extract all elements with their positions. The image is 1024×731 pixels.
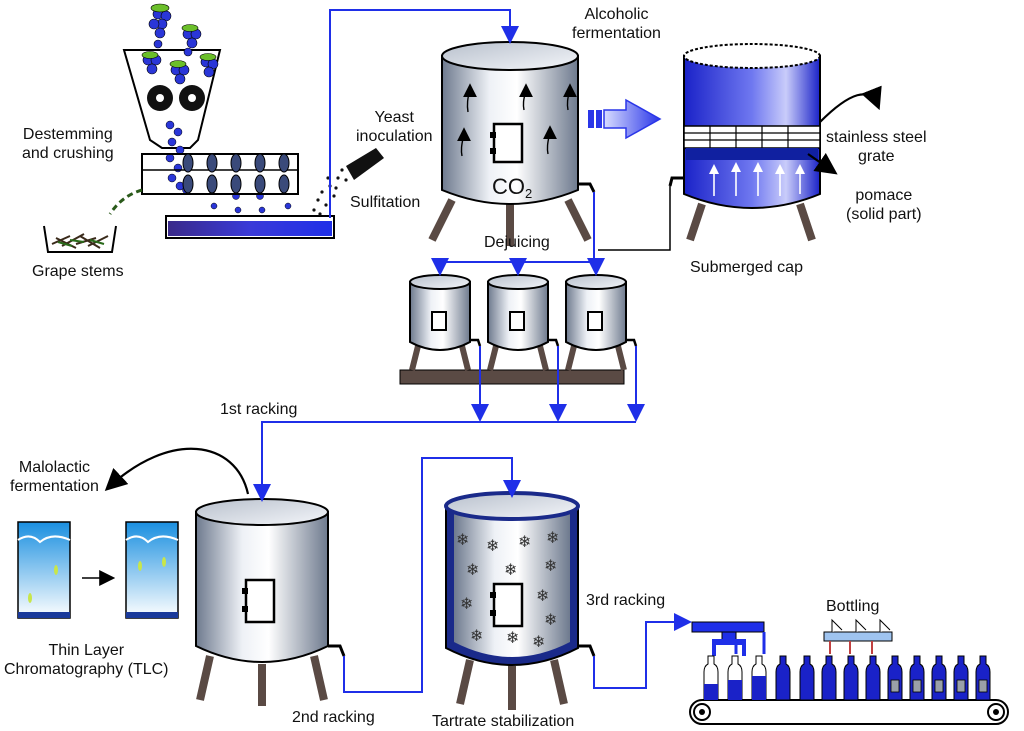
svg-text:❄: ❄	[466, 560, 479, 579]
third-racking-label: 3rd racking	[586, 592, 666, 609]
pomace-label: pomace(solid part)	[846, 187, 922, 223]
tartrate-stabilization-label: Tartrate stabilization	[432, 713, 575, 730]
svg-text:❄: ❄	[486, 536, 499, 555]
svg-text:❄: ❄	[536, 586, 549, 605]
svg-text:❄: ❄	[518, 532, 531, 551]
bottling-label: Bottling	[826, 598, 880, 615]
grape-clusters	[142, 8, 219, 85]
sulfitation-label: Sulfitation	[350, 194, 421, 211]
svg-text:❄: ❄	[546, 528, 559, 547]
co2-label: CO2	[492, 174, 532, 201]
grape-stems-label: Grape stems	[32, 263, 124, 280]
dejuicing-label: Dejuicing	[484, 234, 550, 251]
tlc-plates	[17, 521, 179, 619]
destemmer-crusher	[43, 3, 335, 253]
first-racking-label: 1st racking	[220, 401, 298, 418]
second-racking-label: 2nd racking	[292, 709, 375, 726]
submerged-cap-label: Submerged cap	[690, 259, 803, 276]
transfer-arrow-icon	[588, 98, 662, 140]
svg-text:❄: ❄	[504, 560, 517, 579]
svg-text:❄: ❄	[506, 628, 519, 647]
svg-text:❄: ❄	[544, 610, 557, 629]
flow-lines	[253, 9, 692, 693]
fermentation-tank	[428, 41, 596, 246]
tartrate-tank	[444, 491, 596, 710]
svg-text:❄: ❄	[532, 632, 545, 651]
svg-text:❄: ❄	[456, 530, 469, 549]
malolactic-tank	[195, 498, 346, 706]
yeast-bag-icon	[346, 148, 384, 180]
submerged-cap-tank	[668, 43, 821, 242]
snowflake-icons: ❄❄❄❄ ❄❄❄ ❄❄❄ ❄❄❄	[456, 528, 559, 651]
svg-text:❄: ❄	[470, 626, 483, 645]
bottling-line	[689, 618, 1009, 725]
svg-text:❄: ❄	[544, 556, 557, 575]
svg-text:❄: ❄	[460, 594, 473, 613]
dejuicing-tanks	[399, 274, 638, 385]
bottles	[703, 655, 991, 701]
